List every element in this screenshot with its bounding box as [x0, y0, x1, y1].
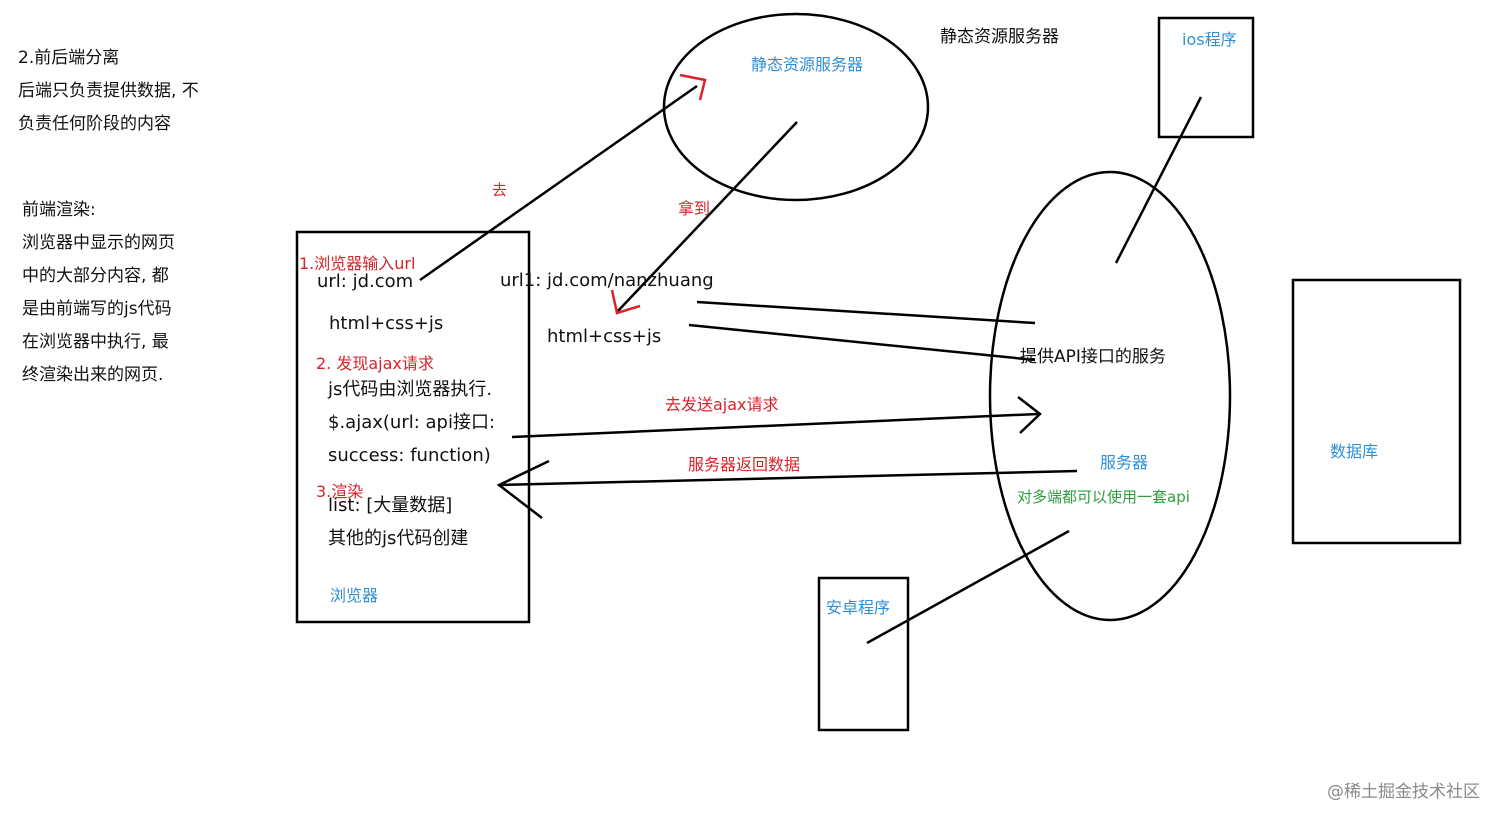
- android-link-line: [866, 529, 1070, 645]
- browser-html: html+css+js: [329, 313, 444, 334]
- server-return-label: 服务器返回数据: [688, 455, 801, 474]
- send-ajax-label: 去发送ajax请求: [665, 395, 779, 414]
- step-3-label: 3.渲染: [316, 482, 364, 501]
- static-server-ellipse: [662, 12, 930, 202]
- ios-label: ios程序: [1182, 30, 1237, 49]
- url1-text: url1: jd.com/nanzhuang: [500, 270, 714, 291]
- browser-label: 浏览器: [330, 586, 379, 605]
- database-label: 数据库: [1330, 442, 1379, 461]
- html-link-line: [688, 323, 1036, 362]
- browser-ajax: $.ajax(url: api接口:: [328, 412, 496, 433]
- server-return-line: [498, 469, 1078, 487]
- browser-list: list: [大量数据]: [328, 495, 453, 516]
- go-arrow-line: [419, 84, 698, 282]
- frontend-line-1: 浏览器中显示的网页: [22, 233, 175, 253]
- get-arrow-line: [616, 121, 798, 313]
- frontend-line-5: 终渲染出来的网页.: [22, 365, 164, 385]
- ajax-request-arrowhead: [1017, 396, 1042, 434]
- multi-client-note: 对多端都可以使用一套api: [1017, 488, 1190, 506]
- ajax-request-line: [511, 412, 1039, 439]
- separation-line-1: 后端只负责提供数据, 不: [18, 81, 199, 101]
- frontend-line-2: 中的大部分内容, 都: [22, 266, 169, 286]
- browser-other: 其他的js代码创建: [328, 528, 469, 549]
- middle-html-text: html+css+js: [547, 326, 662, 347]
- go-arrowhead: [679, 73, 707, 101]
- separation-title: 2.前后端分离: [18, 48, 120, 68]
- ios-box: [1157, 16, 1255, 139]
- browser-success: success: function): [328, 445, 491, 466]
- android-box: [817, 576, 910, 732]
- static-server-label: 静态资源服务器: [751, 55, 864, 74]
- frontend-line-4: 在浏览器中执行, 最: [22, 332, 169, 352]
- browser-url: url: jd.com: [317, 271, 414, 292]
- android-label: 安卓程序: [826, 598, 891, 617]
- browser-exec: js代码由浏览器执行.: [328, 379, 493, 400]
- server-return-arrowhead: [496, 459, 550, 519]
- api-server-label: 服务器: [1100, 453, 1149, 472]
- url1-link-line: [696, 300, 1036, 325]
- database-box: [1291, 278, 1462, 545]
- get-label: 拿到: [678, 199, 711, 218]
- ios-link-line: [1114, 96, 1203, 264]
- api-service-label: 提供API接口的服务: [1020, 347, 1166, 367]
- get-arrowhead: [610, 289, 641, 315]
- frontend-line-3: 是由前端写的js代码: [22, 299, 172, 319]
- browser-box: [295, 230, 531, 624]
- api-server-ellipse: [988, 170, 1232, 622]
- frontend-title: 前端渲染:: [22, 200, 96, 220]
- separation-line-2: 负责任何阶段的内容: [18, 114, 171, 134]
- static-server-title: 静态资源服务器: [940, 27, 1059, 47]
- step-2-label: 2. 发现ajax请求: [316, 354, 434, 373]
- watermark: @稀土掘金技术社区: [1327, 782, 1480, 802]
- step-1-label: 1.浏览器输入url: [299, 254, 416, 273]
- go-label: 去: [492, 181, 508, 199]
